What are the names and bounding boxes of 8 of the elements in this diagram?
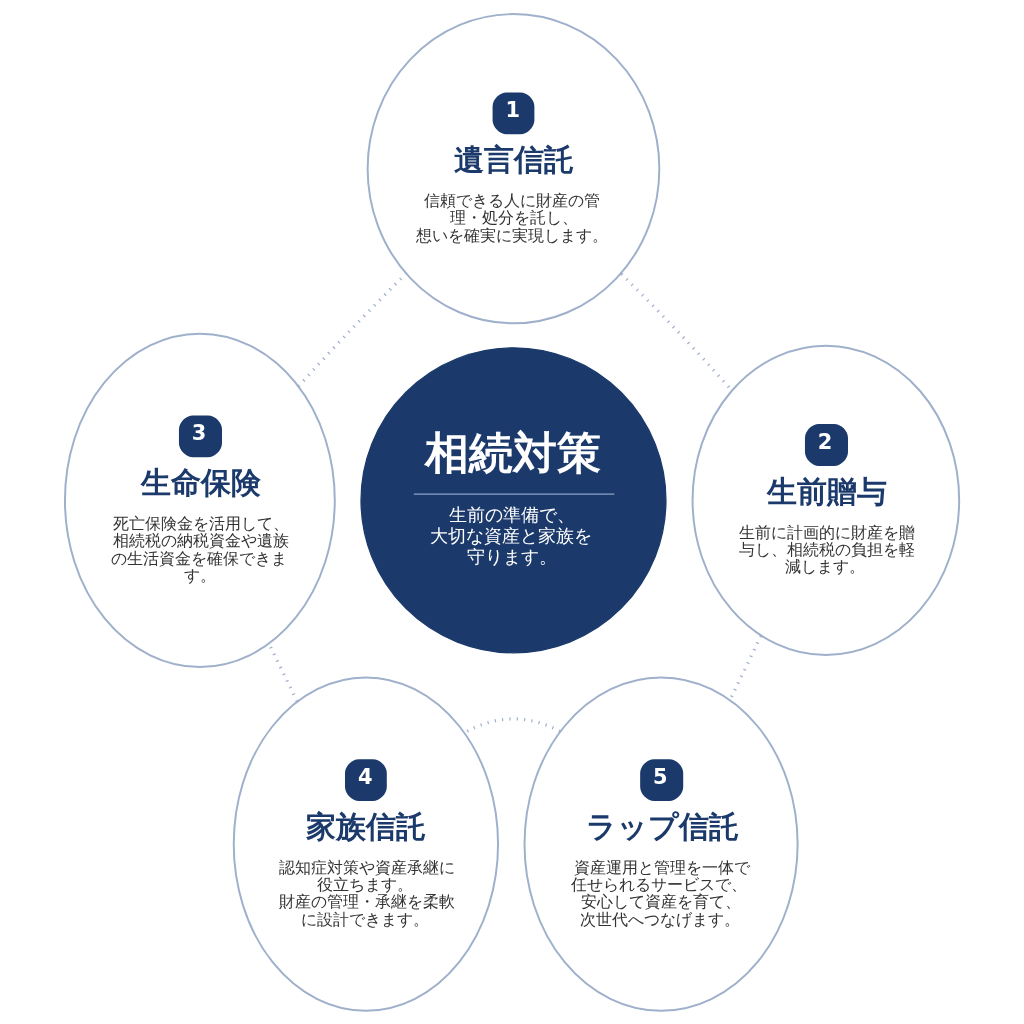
node-circle: 相続対策 生前の準備で、大切な資産と家族を守ります。 (360, 346, 667, 653)
node-ellipse: 3 生命保険 死亡保険金を活用して、相続税の納税資金や遺族の生活資金を確保できます。 (63, 332, 336, 668)
connector (620, 272, 733, 391)
node-ellipse: 5 ラップ信託 資産運用と管理を一体で任せられるサービスで、安心して資産を育て、次世代へつなげます。 (523, 675, 799, 1012)
node-ellipse: 2 生前贈与 生前に計画的に財産を贈与し、相続税の負担を軽減します。 (691, 344, 961, 656)
node-circle: 1 遺言信託 信頼できる人に財産の管理・処分を託し、想いを確実に実現します。 (366, 12, 661, 324)
node-ellipse: 4 家族信託 認知症対策や資産承継に役立ちます。財産の管理・承継を柔軟に設計できます。 (232, 675, 500, 1012)
connector (728, 634, 763, 700)
